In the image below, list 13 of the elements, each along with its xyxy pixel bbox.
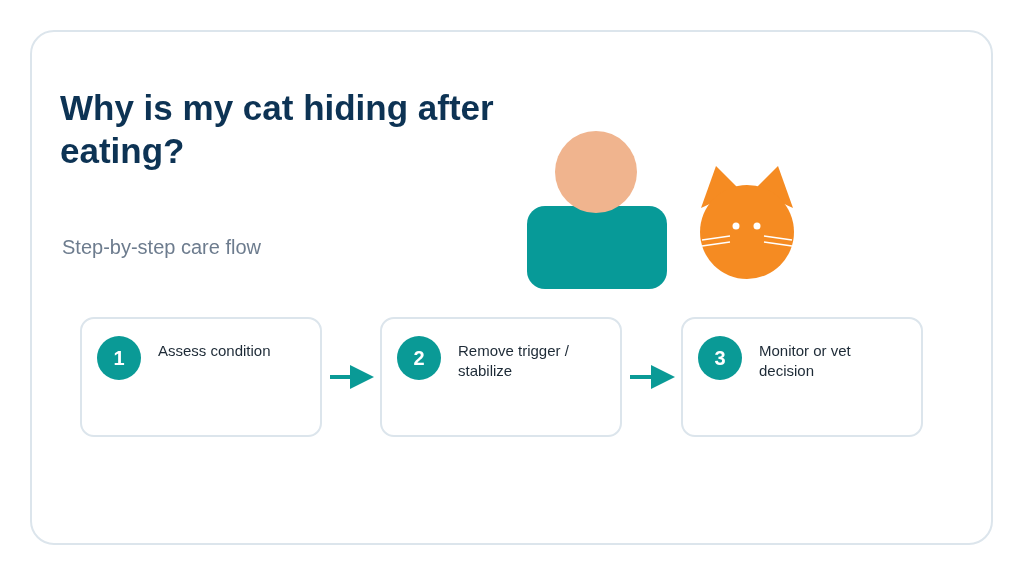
step-number: 3 — [698, 336, 742, 380]
step-text: Remove trigger / stabilize — [458, 341, 570, 381]
arrow — [630, 365, 675, 389]
step-number: 2 — [397, 336, 441, 380]
step-text: Monitor or vet decision — [759, 341, 852, 381]
step-card — [80, 317, 322, 437]
arrow — [330, 365, 374, 389]
step-text: Assess condition — [158, 341, 272, 361]
step-card — [380, 317, 622, 437]
title: Why is my cat hiding after eating? — [60, 87, 495, 172]
subtitle: Step-by-step care flow — [62, 236, 261, 259]
step-number: 1 — [97, 336, 141, 380]
step-card — [681, 317, 923, 437]
